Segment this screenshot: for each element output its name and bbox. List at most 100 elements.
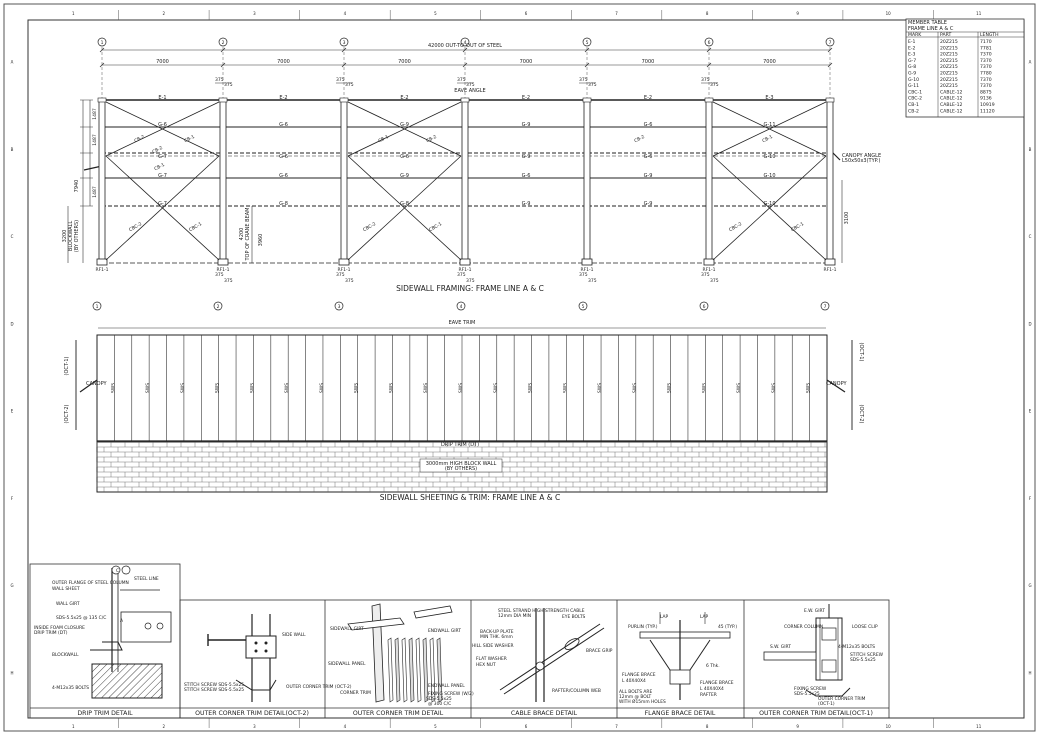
border-row-left: B — [11, 147, 14, 152]
detail-callout: INSIDE FOAM CLOSURE — [34, 625, 85, 631]
grid-bubble — [582, 37, 592, 47]
border-col-bottom: 3 — [253, 724, 256, 729]
detail-title: CABLE BRACE DETAIL — [511, 710, 578, 717]
member-table-cell: 20Z215 — [940, 77, 958, 83]
detail-callout: WITH Ø15mm HOLES — [619, 698, 666, 705]
detail-callout: BACK-UP PLATE — [480, 629, 514, 635]
detail-callout: SDS-5.5x25 — [426, 696, 452, 702]
eave-member-label: E-2 — [644, 95, 652, 101]
cable-brace-label: CBC-1 — [188, 221, 203, 233]
wall-sheet-label: SWS — [388, 383, 394, 393]
wall-sheet-label: SWS — [319, 383, 325, 393]
base-plate-label: RF1-1 — [458, 267, 471, 273]
wall-sheet-label: SWS — [423, 383, 429, 393]
detail-callout: 4-M12x35 BOLTS — [838, 644, 875, 650]
member-table-cell: 7370 — [980, 58, 992, 64]
detail-callout: STITCH SCREW SDS-5.5x25 — [184, 687, 244, 693]
girt-label: G-9 — [522, 122, 531, 128]
border-row-right: B — [1029, 147, 1032, 152]
grid-bubble — [97, 37, 107, 47]
border-col-top: 8 — [706, 11, 709, 16]
wall-sheet-label: SWS — [667, 383, 673, 393]
member-table-cell: CABLE-12 — [940, 96, 963, 102]
grid-bubble — [820, 301, 830, 311]
wall-sheet-label: SWS — [528, 383, 534, 393]
right-height-dim: 3100 — [844, 212, 850, 225]
detail-callout: FLANGE BRACE — [700, 680, 734, 686]
border-row-right: F — [1029, 496, 1032, 501]
girt-label: G-9 — [522, 154, 531, 160]
detail-callout: L 40X40X4 — [622, 678, 646, 684]
crane-beam-dim: 4200 — [239, 228, 245, 241]
border-row-right: G — [1028, 583, 1031, 588]
grid-bubble-label: 3 — [338, 304, 341, 310]
column-offset-dim: 375 — [345, 82, 354, 88]
girt-label: G-8 — [400, 201, 409, 207]
border-col-top: 4 — [344, 11, 347, 16]
detail-callout: OUTER FLANGE OF STEEL COLUMN — [52, 580, 129, 586]
member-table-subtitle: FRAME LINE A & C — [908, 26, 954, 32]
base-plate-label: RF1-1 — [580, 267, 593, 273]
girt-label: G-9 — [644, 201, 653, 207]
detail-callout: WALL GIRT — [56, 601, 80, 607]
eave-member-label: E-2 — [279, 95, 287, 101]
border-row-left: C — [11, 234, 14, 239]
sheet-outer-border — [3, 3, 1036, 732]
border-col-top: 11 — [976, 11, 982, 16]
border-row-right: A — [1029, 60, 1032, 65]
canopy-right-label: CANOPY — [826, 381, 847, 387]
grid-bubble-label: 6 — [708, 40, 711, 46]
member-table-cell: 8875 — [980, 89, 992, 95]
column-offset-dim: 375 — [336, 77, 345, 83]
girt-label: G-10 — [763, 201, 775, 207]
grid-bubble-label: 1 — [96, 304, 99, 310]
border-row-left: E — [11, 409, 14, 414]
member-table-cell: CB-2 — [908, 108, 919, 114]
grid-bubble — [218, 37, 228, 47]
wall-sheet-label: SWS — [110, 383, 116, 393]
grid-bubble-label: 7 — [829, 40, 832, 46]
column-offset-dim: 375 — [710, 82, 719, 88]
grid-bubble-label: 2 — [217, 304, 220, 310]
detail-callout: SDS-5.5x25 — [850, 657, 876, 663]
member-table-cell: 7370 — [980, 77, 992, 83]
canopy-angle-size: L50x50x3(TYP.) — [842, 158, 880, 164]
member-table-cell: 20Z215 — [940, 83, 958, 89]
detail-callout: SIDEWALL PANEL — [328, 661, 366, 667]
steel-column — [583, 99, 591, 264]
detail-title: OUTER CORNER TRIM DETAIL(OCT-1) — [759, 710, 873, 717]
wall-sheet-label: SWS — [736, 383, 742, 393]
bay-dimension: 7000 — [642, 59, 655, 65]
detail-callout: E.W. GIRT — [804, 608, 825, 614]
detail-title: FLANGE BRACE DETAIL — [645, 710, 716, 717]
detail-callout: CORNER TRIM — [340, 690, 371, 696]
column-offset-dim: 375 — [588, 82, 597, 88]
detail-callout: HEX NUT — [476, 662, 496, 668]
border-row-left: A — [11, 60, 14, 65]
grid-bubble — [699, 301, 709, 311]
detail-callout: ENDWALL GIRT — [428, 628, 461, 634]
border-col-top: 5 — [434, 11, 437, 16]
column-offset-dim: 375 — [457, 272, 466, 278]
steel-column — [705, 99, 713, 264]
cable-brace-label: CB-2 — [151, 145, 163, 155]
detail-title: DRIP TRIM DETAIL — [77, 710, 133, 717]
girt-spacing-dim: 1487 — [92, 108, 98, 120]
grid-bubble-label: 2 — [222, 40, 225, 46]
column-offset-dim: 375 — [224, 278, 233, 284]
column-offset-dim: 375 — [701, 77, 710, 83]
border-row-right: H — [1028, 670, 1031, 675]
canopy-angle-label: CANOPY ANGLE — [842, 153, 881, 159]
framing-caption: SIDEWALL FRAMING: FRAME LINE A & C — [396, 284, 544, 293]
girt-label: G-6 — [644, 122, 653, 128]
girt-label: G-9 — [644, 173, 653, 179]
member-table-cell: 9136 — [980, 96, 992, 102]
column-offset-dim: 375 — [457, 77, 466, 83]
member-table-cell: E-2 — [908, 45, 916, 51]
grid-bubble-label: 4 — [460, 304, 463, 310]
girt-spacing-dim: 1487 — [92, 186, 98, 198]
cable-brace-label: CBC-2 — [128, 221, 143, 233]
